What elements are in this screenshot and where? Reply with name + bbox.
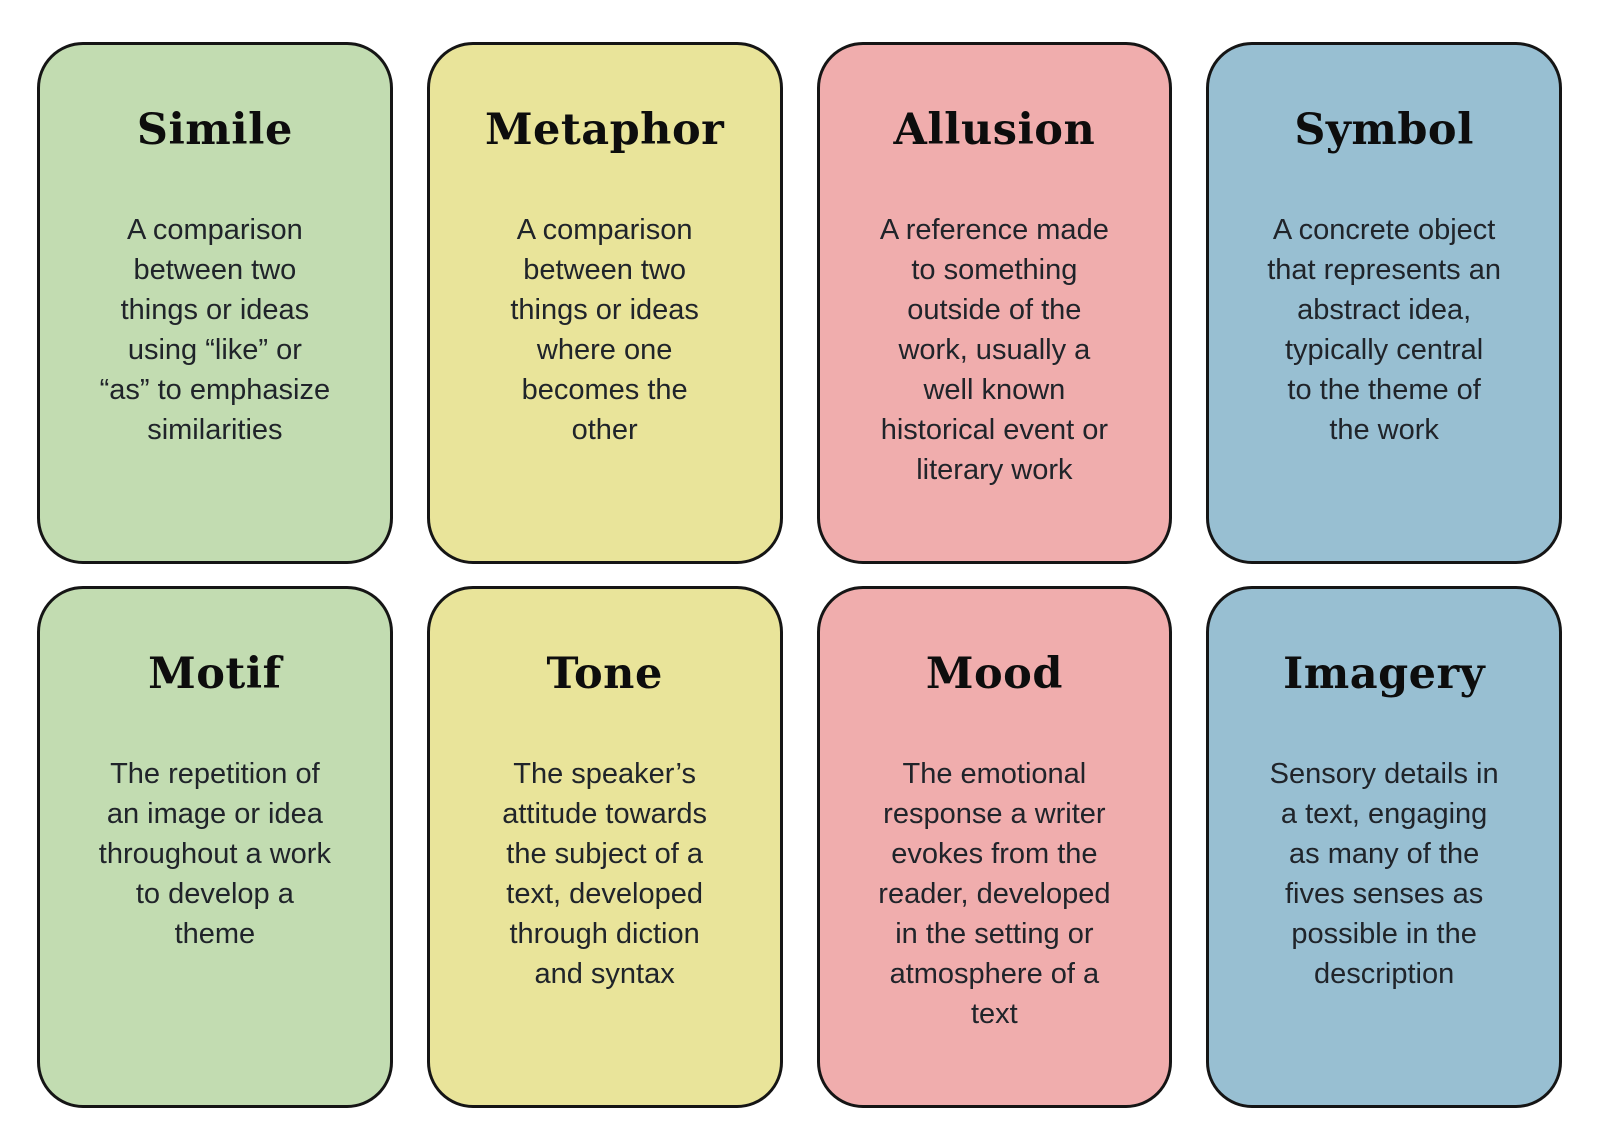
card-metaphor: Metaphor A comparison between two things…: [426, 42, 783, 564]
card-title-mood: Mood: [925, 649, 1063, 699]
card-definition-allusion: A reference made to something outside of…: [879, 213, 1109, 486]
card-definition-symbol: A concrete object that represents an abs…: [1267, 213, 1501, 446]
card-definition-tone: The speaker’s attitude towards the subje…: [502, 757, 707, 990]
card-title-allusion: Allusion: [893, 105, 1096, 155]
card-title-simile: Simile: [136, 105, 293, 155]
card-mood: Mood The emotional response a writer evo…: [816, 586, 1173, 1108]
card-allusion: Allusion A reference made to something o…: [816, 42, 1173, 564]
card-title-imagery: Imagery: [1283, 649, 1486, 699]
card-definition-metaphor: A comparison between two things or ideas…: [510, 213, 699, 446]
card-title-motif: Motif: [148, 649, 282, 699]
card-motif: Motif The repetition of an image or idea…: [37, 586, 393, 1108]
card-title-metaphor: Metaphor: [484, 105, 725, 155]
card-title-tone: Tone: [546, 649, 663, 699]
card-definition-imagery: Sensory details in a text, engaging as m…: [1269, 757, 1499, 990]
card-definition-motif: The repetition of an image or idea throu…: [98, 757, 331, 950]
card-title-symbol: Symbol: [1294, 105, 1474, 155]
card-symbol: Symbol A concrete object that represents…: [1206, 42, 1562, 564]
card-definition-simile: A comparison between two things or ideas…: [99, 213, 331, 446]
card-imagery: Imagery Sensory details in a text, engag…: [1206, 586, 1562, 1108]
card-simile: Simile A comparison between two things o…: [37, 42, 393, 564]
card-definition-mood: The emotional response a writer evokes f…: [878, 757, 1111, 1030]
card-tone: Tone The speaker’s attitude towards the …: [426, 586, 783, 1108]
